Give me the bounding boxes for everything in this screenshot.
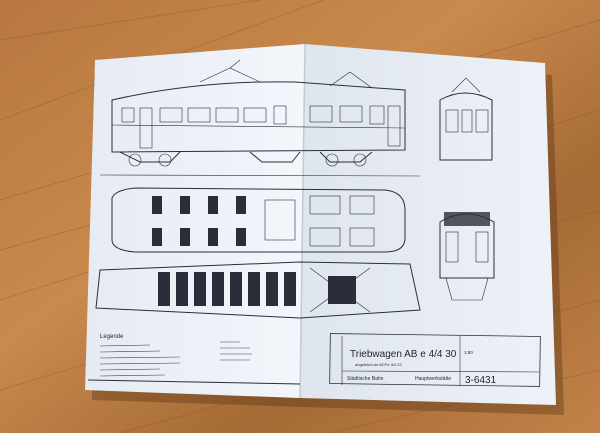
side-elevation-drawing xyxy=(99,59,421,177)
drawing-number: 3-6431 xyxy=(465,375,497,386)
paper-fold xyxy=(299,43,306,399)
workshop-label: Hauptwerkstätte xyxy=(415,376,451,382)
floor-plan-drawing xyxy=(111,187,406,253)
scale-label: 1:50 xyxy=(464,350,473,355)
paper-left-half xyxy=(85,44,305,398)
underframe-drawing xyxy=(95,261,421,319)
legend-block: Legende xyxy=(87,334,301,385)
front-end-view-drawing xyxy=(439,77,493,161)
title-block: Triebwagen AB e 4/4 30 angelehnt an BCFe… xyxy=(329,333,541,387)
legend-heading: Legende xyxy=(100,334,124,340)
rear-end-view-drawing xyxy=(439,212,495,301)
drawing-subtitle: angelehnt an BCFe 4/4 22 xyxy=(355,362,402,367)
drawing-title: Triebwagen AB e 4/4 30 xyxy=(350,349,457,360)
owner-label: Städtische Bahn xyxy=(347,376,384,382)
